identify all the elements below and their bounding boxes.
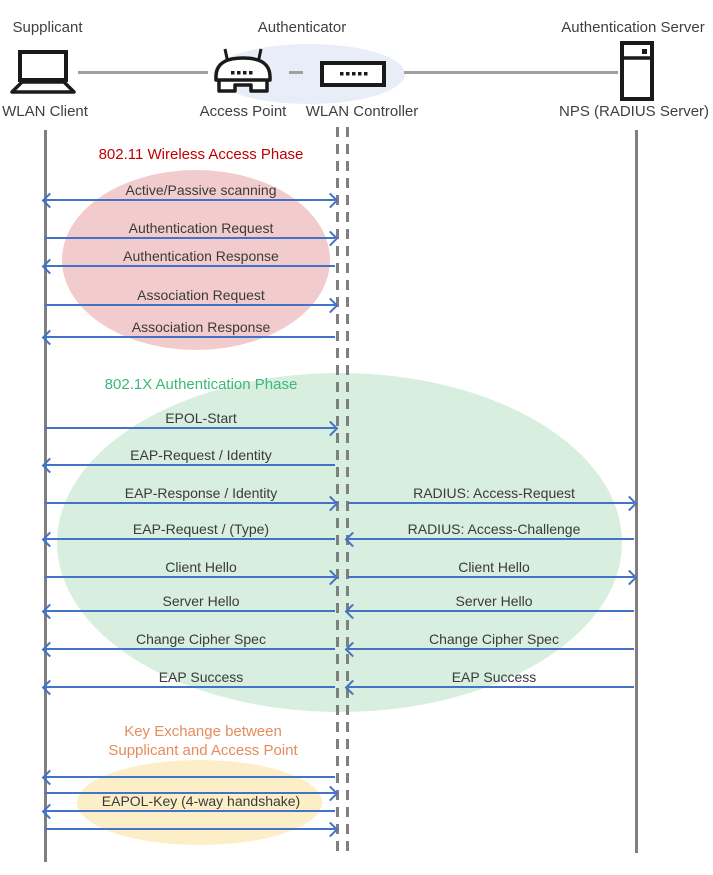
message-label: EPOL-Start <box>165 410 237 426</box>
message-label: Change Cipher Spec <box>429 631 559 647</box>
phase3-title-line1: Key Exchange between <box>124 723 282 740</box>
message-label: EAP-Request / (Type) <box>132 521 270 537</box>
message-arrow <box>348 569 638 586</box>
lifeline-authenticator-dashed-right <box>346 127 349 852</box>
connector-controller-to-server <box>404 71 618 74</box>
access-point-icon <box>211 47 275 100</box>
phase3-title: Key Exchange between Supplicant and Acce… <box>53 722 353 760</box>
node-label-access-point: Access Point <box>199 103 287 120</box>
message-arrow <box>45 821 339 838</box>
message-arrow <box>41 679 335 696</box>
message-arrow <box>344 679 634 696</box>
phase3-ellipse <box>77 760 322 845</box>
message-arrow <box>344 603 634 620</box>
wlan-controller-icon <box>320 61 386 92</box>
phase2-title: 802.1X Authentication Phase <box>104 376 298 393</box>
message-arrow <box>41 603 335 620</box>
message-arrow <box>45 569 339 586</box>
role-label-authentication-server: Authentication Server <box>561 19 705 36</box>
role-label-authenticator: Authenticator <box>257 19 347 36</box>
phase2-ellipse <box>57 373 622 712</box>
message-label: Server Hello <box>455 593 533 609</box>
message-arrow <box>45 230 339 247</box>
message-label: RADIUS: Access-Challenge <box>407 521 581 537</box>
message-label: EAP-Response / Identity <box>124 485 278 501</box>
message-label: RADIUS: Access-Request <box>413 485 575 501</box>
node-label-nps-radius-server: NPS (RADIUS Server) <box>559 103 710 120</box>
node-label-wlan-controller: WLAN Controller <box>305 103 419 120</box>
message-label: Client Hello <box>458 559 530 575</box>
message-arrow <box>41 258 335 275</box>
message-arrow <box>41 531 335 548</box>
message-label: Authentication Response <box>123 248 279 264</box>
message-label: EAP Success <box>451 669 537 685</box>
message-arrow <box>41 803 335 820</box>
message-label: Change Cipher Spec <box>136 631 266 647</box>
connector-ap-to-controller <box>289 71 303 74</box>
server-icon <box>620 41 654 106</box>
message-arrow <box>344 641 634 658</box>
lifeline-nps-server <box>635 130 638 853</box>
message-arrow <box>45 785 339 802</box>
role-label-supplicant: Supplicant <box>12 19 83 36</box>
node-label-wlan-client: WLAN Client <box>2 103 88 120</box>
message-label: Authentication Request <box>128 220 274 236</box>
lifeline-wlan-client <box>44 130 47 862</box>
message-label: Association Request <box>137 287 265 303</box>
message-label: Active/Passive scanning <box>125 182 277 198</box>
message-arrow <box>41 192 339 209</box>
message-arrow <box>344 531 634 548</box>
message-label: Server Hello <box>162 593 240 609</box>
message-arrow <box>41 329 335 346</box>
message-label: EAPOL-Key (4-way handshake) <box>101 793 301 809</box>
message-label: Association Response <box>131 319 271 335</box>
connector-client-to-ap <box>78 71 208 74</box>
phase1-title: 802.11 Wireless Access Phase <box>98 146 304 163</box>
message-arrow <box>348 495 638 512</box>
message-arrow <box>41 457 335 474</box>
message-arrow <box>41 641 335 658</box>
message-label: Client Hello <box>165 559 237 575</box>
message-arrow <box>41 769 335 786</box>
lifeline-authenticator-dashed-left <box>336 127 339 852</box>
message-label: EAP-Request / Identity <box>130 447 272 463</box>
message-label: EAP Success <box>158 669 244 685</box>
message-arrow <box>45 495 339 512</box>
message-arrow <box>45 297 339 314</box>
laptop-icon <box>10 50 76 99</box>
phase3-title-line2: Supplicant and Access Point <box>108 742 298 759</box>
message-arrow <box>45 420 339 437</box>
